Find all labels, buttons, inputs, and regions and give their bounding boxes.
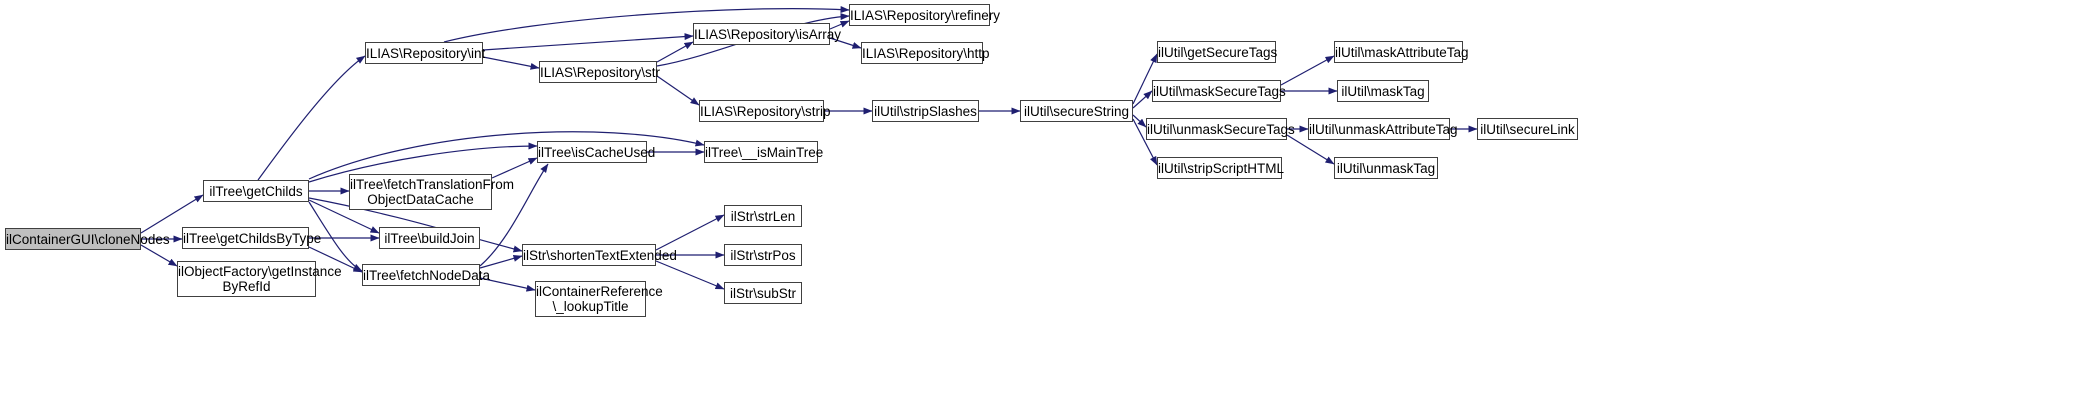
graph-node-label-unmaskAttributeTag: ilUtil\unmaskAttributeTag	[1309, 121, 1458, 137]
graph-node-label-stripScriptHTML: ilUtil\stripScriptHTML	[1158, 160, 1285, 176]
graph-node-repoStr[interactable]: ILIAS\Repository\str	[539, 61, 661, 83]
edge-getChilds-to-repoInt	[257, 55, 366, 181]
graph-node-stripSlashes[interactable]: ilUtil\stripSlashes	[872, 100, 979, 122]
edge-repoInt-to-repoStr	[482, 56, 540, 70]
edge-fetchNodeData-to-shortenTextExtended	[479, 254, 523, 269]
graph-node-maskAttributeTag[interactable]: ilUtil\maskAttributeTag	[1334, 41, 1469, 63]
graph-node-subStr[interactable]: ilStr\subStr	[724, 282, 802, 304]
graph-node-label-strLen: ilStr\strLen	[730, 208, 796, 224]
graph-node-label-repoIsArray: ILIAS\Repository\isArray	[694, 26, 842, 42]
graph-node-label-repoRefinery: ILIAS\Repository\refinery	[850, 7, 1001, 23]
graph-node-label-cloneNodes: ilContainerGUI\cloneNodes	[6, 231, 170, 247]
graph-node-repoRefinery[interactable]: ILIAS\Repository\refinery	[849, 4, 1001, 26]
graph-node-strLen[interactable]: ilStr\strLen	[724, 205, 802, 227]
graph-node-label-fetchTranslation: ilTree\fetchTranslationFrom ObjectDataCa…	[350, 177, 515, 207]
edge-secureString-to-maskSecureTags	[1132, 90, 1153, 109]
graph-node-getChildsByType[interactable]: ilTree\getChildsByType	[182, 227, 322, 249]
graph-node-secureString[interactable]: ilUtil\secureString	[1020, 100, 1133, 122]
graph-node-label-stripSlashes: ilUtil\stripSlashes	[874, 103, 977, 119]
edge-repoStr-to-repoStrip	[656, 75, 700, 106]
graph-node-label-repoInt: ILIAS\Repository\int	[366, 45, 486, 61]
edge-repoInt-to-repoIsArray	[482, 33, 694, 51]
graph-node-maskSecureTags[interactable]: ilUtil\maskSecureTags	[1152, 80, 1286, 102]
graph-node-label-maskTag: ilUtil\maskTag	[1341, 83, 1425, 99]
graph-node-label-repoStr: ILIAS\Repository\str	[540, 64, 661, 80]
graph-node-getInstanceByRefId[interactable]: ilObjectFactory\getInstance ByRefId	[177, 261, 342, 297]
graph-node-repoInt[interactable]: ILIAS\Repository\int	[365, 42, 486, 64]
edge-shortenTextExtended-to-subStr	[655, 260, 725, 290]
edge-fetchTranslation-to-isCacheUsed	[491, 157, 538, 179]
graph-node-fetchTranslation[interactable]: ilTree\fetchTranslationFrom ObjectDataCa…	[349, 174, 515, 210]
graph-node-label-buildJoin: ilTree\buildJoin	[384, 230, 475, 246]
graph-node-lookupTitle[interactable]: ilContainerReference \_lookupTitle	[535, 281, 663, 317]
graph-node-label-getInstanceByRefId: ilObjectFactory\getInstance ByRefId	[178, 264, 342, 294]
graph-node-cloneNodes[interactable]: ilContainerGUI\cloneNodes	[5, 228, 170, 250]
graph-node-label-getChilds: ilTree\getChilds	[209, 183, 303, 199]
graph-node-getChilds[interactable]: ilTree\getChilds	[203, 180, 309, 202]
edge-maskSecureTags-to-maskAttributeTag	[1280, 55, 1335, 86]
graph-node-shortenTextExtended[interactable]: ilStr\shortenTextExtended	[522, 244, 677, 266]
graph-node-label-maskSecureTags: ilUtil\maskSecureTags	[1153, 83, 1286, 99]
graph-node-label-subStr: ilStr\subStr	[729, 285, 797, 301]
graph-node-unmaskAttributeTag[interactable]: ilUtil\unmaskAttributeTag	[1308, 118, 1458, 140]
graph-node-label-maskAttributeTag: ilUtil\maskAttributeTag	[1335, 44, 1469, 60]
graph-node-label-lookupTitle: ilContainerReference \_lookupTitle	[536, 284, 663, 314]
graph-node-label-isMainTree: ilTree\__isMainTree	[705, 144, 824, 160]
edge-secureString-to-unmaskSecureTags	[1132, 114, 1147, 128]
graph-node-label-repoHttp: ILIAS\Repository\http	[862, 45, 990, 61]
graph-node-repoHttp[interactable]: ILIAS\Repository\http	[861, 42, 990, 64]
graph-node-unmaskSecureTags[interactable]: ilUtil\unmaskSecureTags	[1146, 118, 1295, 140]
graph-node-getSecureTags[interactable]: ilUtil\getSecureTags	[1157, 41, 1278, 63]
graph-node-strPos[interactable]: ilStr\strPos	[724, 244, 802, 266]
graph-node-label-repoStrip: ILIAS\Repository\strip	[700, 103, 831, 119]
graph-node-buildJoin[interactable]: ilTree\buildJoin	[379, 227, 480, 249]
graph-node-secureLink[interactable]: ilUtil\secureLink	[1477, 118, 1578, 140]
graph-node-label-shortenTextExtended: ilStr\shortenTextExtended	[523, 247, 677, 263]
graph-node-repoIsArray[interactable]: ILIAS\Repository\isArray	[693, 23, 842, 45]
graph-node-label-secureLink: ilUtil\secureLink	[1480, 121, 1575, 137]
edge-cloneNodes-to-getInstanceByRefId	[140, 244, 178, 267]
edge-shortenTextExtended-to-strLen	[655, 214, 725, 251]
graph-node-maskTag[interactable]: ilUtil\maskTag	[1337, 80, 1429, 102]
graph-node-label-isCacheUsed: ilTree\isCacheUsed	[538, 144, 656, 160]
graph-node-stripScriptHTML[interactable]: ilUtil\stripScriptHTML	[1157, 157, 1285, 179]
graph-node-label-unmaskTag: ilUtil\unmaskTag	[1336, 160, 1436, 176]
graph-node-isCacheUsed[interactable]: ilTree\isCacheUsed	[537, 141, 656, 163]
graph-node-label-unmaskSecureTags: ilUtil\unmaskSecureTags	[1147, 121, 1295, 137]
graph-node-unmaskTag[interactable]: ilUtil\unmaskTag	[1334, 157, 1438, 179]
graph-node-isMainTree[interactable]: ilTree\__isMainTree	[704, 141, 824, 163]
graph-node-fetchNodeData[interactable]: ilTree\fetchNodeData	[362, 264, 491, 286]
graph-node-label-secureString: ilUtil\secureString	[1023, 103, 1130, 119]
graph-node-label-getChildsByType: ilTree\getChildsByType	[183, 230, 322, 246]
graph-node-label-fetchNodeData: ilTree\fetchNodeData	[363, 267, 491, 283]
graph-node-repoStrip[interactable]: ILIAS\Repository\strip	[699, 100, 831, 122]
graph-node-label-getSecureTags: ilUtil\getSecureTags	[1158, 44, 1278, 60]
graph-node-label-strPos: ilStr\strPos	[730, 247, 796, 263]
edge-repoStr-to-repoIsArray	[656, 41, 694, 63]
